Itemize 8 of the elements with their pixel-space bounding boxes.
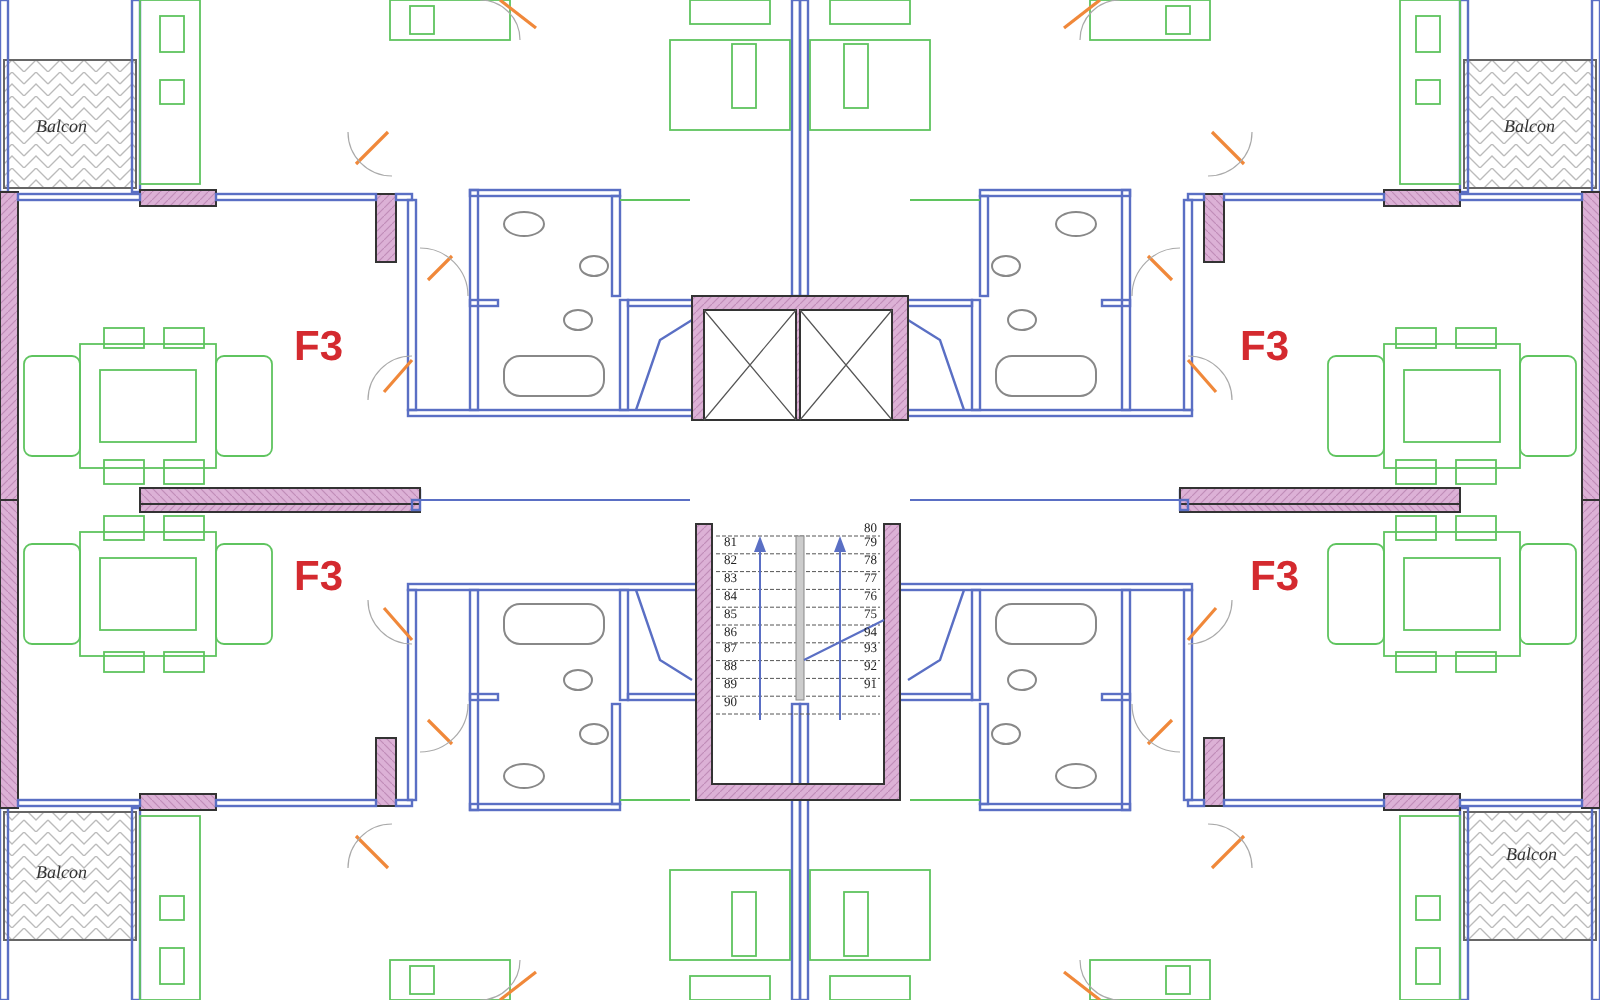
balcony-label: Balcon xyxy=(36,118,87,136)
room-label: F3 xyxy=(1250,556,1300,598)
room-label: F3 xyxy=(1240,326,1290,368)
balcony-label: Balcon xyxy=(1504,118,1555,136)
balcony-label: Balcon xyxy=(1506,846,1557,864)
room-label: F3 xyxy=(294,556,344,598)
balcony-label: Balcon xyxy=(36,864,87,882)
room-label: F3 xyxy=(294,326,344,368)
